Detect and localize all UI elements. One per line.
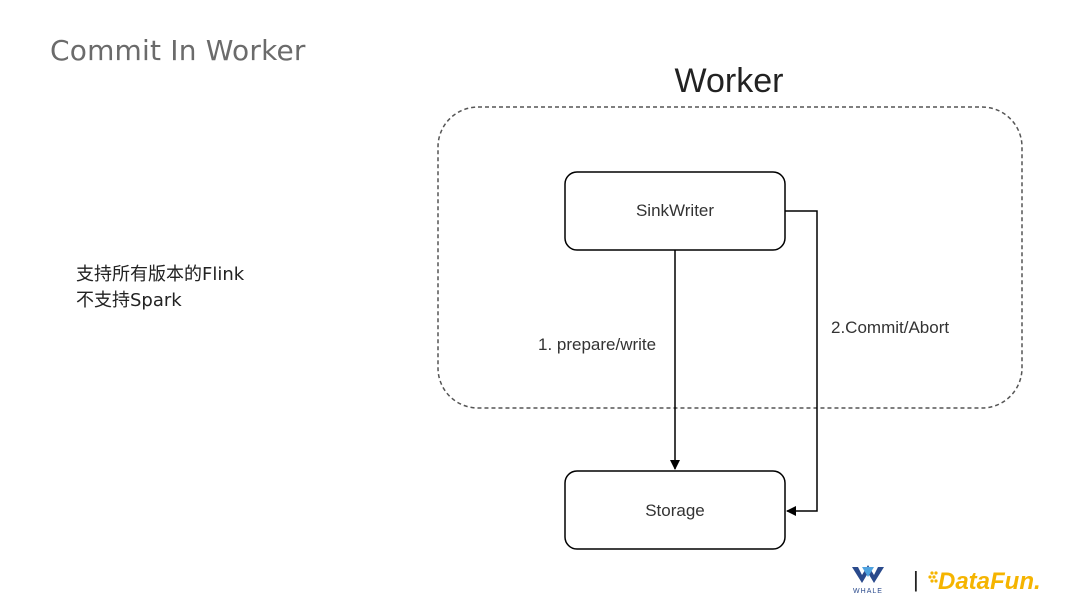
sinkwriter-label: SinkWriter [636, 201, 714, 220]
slide-title: Commit In Worker [50, 34, 306, 67]
storage-label: Storage [645, 501, 705, 520]
edge-commit-abort-label: 2.Commit/Abort [831, 318, 949, 337]
note-line-spark: 不支持Spark [76, 290, 182, 311]
whale-logo: WHALE [852, 565, 884, 595]
edge-commit-abort [785, 210, 818, 516]
footer-logos: WHALE | DataFun. [852, 565, 1041, 595]
datafun-wordmark: DataFun. [938, 568, 1041, 595]
worker-container [437, 106, 1023, 409]
edge-prepare-write-label: 1. prepare/write [538, 335, 656, 354]
worker-label: Worker [675, 62, 784, 100]
whale-wordmark: WHALE [853, 588, 883, 595]
logo-separator: | [913, 567, 919, 592]
storage-node [564, 470, 786, 550]
notes-block: 支持所有版本的Flink 不支持Spark [76, 262, 244, 314]
whale-icon [852, 565, 884, 583]
datafun-dots-icon [928, 571, 938, 583]
datafun-logo: DataFun. [928, 568, 1041, 595]
note-line-flink: 支持所有版本的Flink [76, 264, 245, 285]
